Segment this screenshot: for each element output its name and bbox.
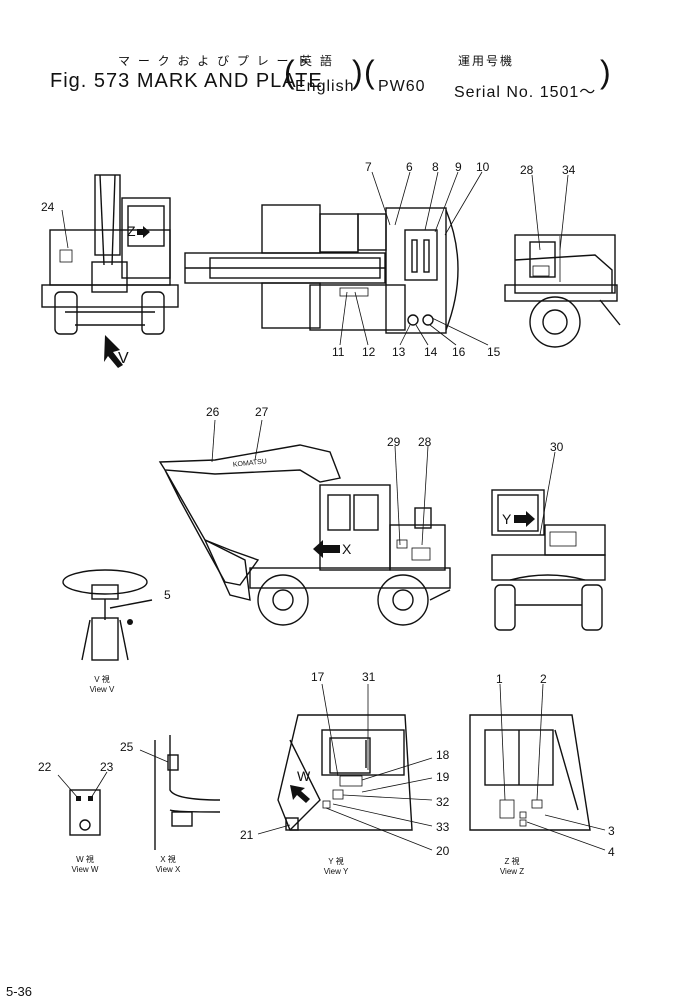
callout-10: 10 xyxy=(476,160,490,174)
arrow-z-icon xyxy=(137,226,150,238)
view-letter-y: Y xyxy=(502,511,512,527)
callout-8: 8 xyxy=(432,160,439,174)
callout-4: 4 xyxy=(608,845,615,859)
callout-28-side: 28 xyxy=(418,435,432,449)
caption-view-v: V 視 View V xyxy=(72,675,132,695)
serial-label: Serial No. 1501～ xyxy=(454,84,597,101)
caption-view-v-jp: V 視 xyxy=(94,675,110,684)
callout-20: 20 xyxy=(436,844,450,858)
caption-view-w-en: View W xyxy=(71,865,99,874)
language-label: English xyxy=(295,78,355,95)
callout-1: 1 xyxy=(496,672,503,686)
view-z-drawing xyxy=(469,714,591,831)
callout-31: 31 xyxy=(362,670,376,684)
callout-30: 30 xyxy=(550,440,564,454)
callout-34: 34 xyxy=(562,163,576,177)
caption-view-z-jp: Z 視 xyxy=(504,857,520,866)
callout-33: 33 xyxy=(436,820,450,834)
caption-view-x-jp: X 視 xyxy=(160,855,176,864)
arrow-v-icon xyxy=(104,335,123,368)
caption-view-w: W 視 View W xyxy=(55,855,115,875)
view-y-drawing xyxy=(277,714,413,831)
callout-15: 15 xyxy=(487,345,501,359)
callout-9: 9 xyxy=(455,160,462,174)
caption-view-x: X 視 View X xyxy=(138,855,198,875)
caption-view-w-jp: W 視 xyxy=(76,855,94,864)
callout-18: 18 xyxy=(436,748,450,762)
callout-25: 25 xyxy=(120,740,134,754)
callout-32: 32 xyxy=(436,795,450,809)
model-label: PW60 xyxy=(378,78,426,95)
side-view-drawing xyxy=(158,444,451,626)
view-w-drawing xyxy=(57,771,108,836)
arrow-x-icon xyxy=(313,540,340,558)
title-japanese-lang: 英 語 xyxy=(300,54,334,68)
paren-close-icon: ) xyxy=(352,54,363,90)
callout-22: 22 xyxy=(38,760,52,774)
callout-24: 24 xyxy=(41,200,55,214)
view-letter-w: W xyxy=(297,768,311,784)
caption-view-x-en: View X xyxy=(155,865,181,874)
view-letter-v: V xyxy=(118,350,129,367)
callout-16: 16 xyxy=(452,345,466,359)
paren-open-icon: ( xyxy=(364,54,375,90)
callout-5: 5 xyxy=(164,588,171,602)
front-view-drawing xyxy=(41,174,179,335)
callout-7: 7 xyxy=(365,160,372,174)
callout-12: 12 xyxy=(362,345,376,359)
caption-view-y-jp: Y 視 xyxy=(328,857,344,866)
callout-3: 3 xyxy=(608,824,615,838)
callout-21: 21 xyxy=(240,828,254,842)
view-arrows xyxy=(104,226,535,803)
title-japanese-serial: 運用号機 xyxy=(458,54,515,68)
callout-11: 11 xyxy=(332,345,345,359)
callout-19: 19 xyxy=(436,770,450,784)
callout-13: 13 xyxy=(392,345,406,359)
callout-27: 27 xyxy=(255,405,269,419)
callout-6: 6 xyxy=(406,160,413,174)
title-japanese: マ ー ク お よ び プ レ ー ト xyxy=(118,54,311,68)
leader-lines xyxy=(61,171,606,851)
view-v-drawing xyxy=(62,569,153,661)
arrow-y-icon xyxy=(514,511,535,527)
figure-title: Fig. 573 MARK AND PLATE xyxy=(50,70,323,92)
caption-view-z: Z 視 View Z xyxy=(482,857,542,877)
callout-29: 29 xyxy=(387,435,401,449)
arrow-w-icon xyxy=(290,785,310,803)
caption-view-v-en: View V xyxy=(89,685,115,694)
callout-14: 14 xyxy=(424,345,438,359)
view-x-drawing xyxy=(139,735,221,850)
callout-28-rear: 28 xyxy=(520,163,534,177)
caption-view-z-en: View Z xyxy=(499,867,525,876)
callout-2: 2 xyxy=(540,672,547,686)
view-letter-x: X xyxy=(342,541,352,557)
top-view-drawing xyxy=(184,204,459,334)
view-letter-z: Z xyxy=(127,223,136,239)
callout-17: 17 xyxy=(311,670,325,684)
paren-close-icon: ) xyxy=(600,54,611,90)
caption-view-y-en: View Y xyxy=(323,867,349,876)
callout-26: 26 xyxy=(206,405,220,419)
page-number: 5-36 xyxy=(6,984,33,999)
callout-23: 23 xyxy=(100,760,114,774)
rear-view-drawing xyxy=(504,234,621,348)
caption-view-y: Y 視 View Y xyxy=(306,857,366,877)
paren-open-icon: ( xyxy=(284,54,295,90)
